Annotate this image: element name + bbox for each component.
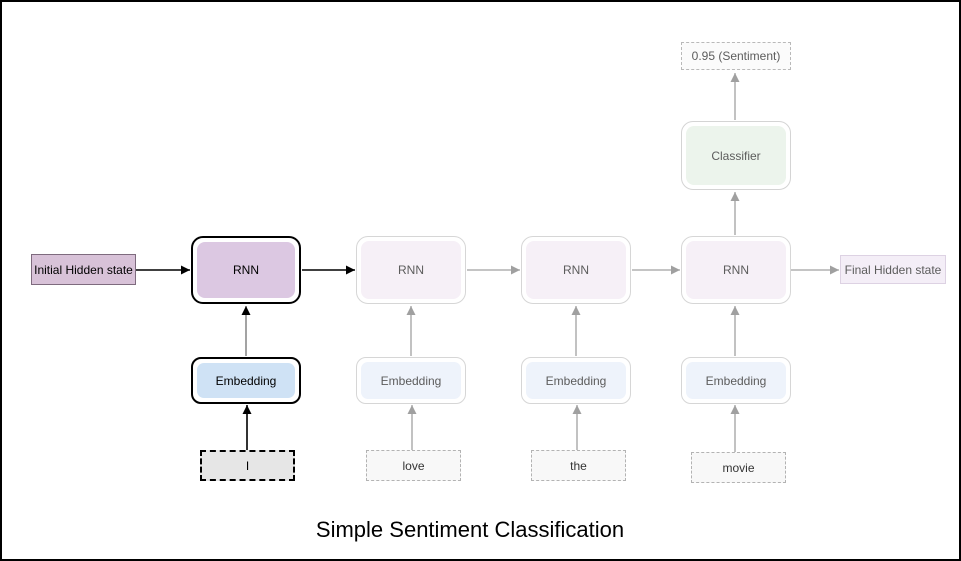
initial-hidden-state-box: Initial Hidden state [31,254,136,285]
rnn-cell-3-label: RNN [526,241,626,299]
rnn-cell-4: RNN [681,236,791,304]
sentiment-output-box: 0.95 (Sentiment) [681,42,791,70]
embedding-1-label: Embedding [197,363,295,398]
embedding-3: Embedding [521,357,631,404]
diagram-title: Simple Sentiment Classification [315,517,625,542]
token-box-3: the [531,450,626,481]
token-box-4: movie [691,452,786,483]
rnn-cell-1: RNN [191,236,301,304]
embedding-2: Embedding [356,357,466,404]
token-box-2: love [366,450,461,481]
rnn-cell-1-label: RNN [197,242,295,298]
rnn-cell-2-label: RNN [361,241,461,299]
rnn-cell-3: RNN [521,236,631,304]
embedding-1: Embedding [191,357,301,404]
token-box-1: I [200,450,295,481]
rnn-cell-4-label: RNN [686,241,786,299]
classifier-label: Classifier [686,126,786,185]
embedding-4: Embedding [681,357,791,404]
embedding-4-label: Embedding [686,362,786,399]
rnn-cell-2: RNN [356,236,466,304]
final-hidden-state-box: Final Hidden state [840,255,946,284]
classifier-box: Classifier [681,121,791,190]
embedding-3-label: Embedding [526,362,626,399]
embedding-2-label: Embedding [361,362,461,399]
